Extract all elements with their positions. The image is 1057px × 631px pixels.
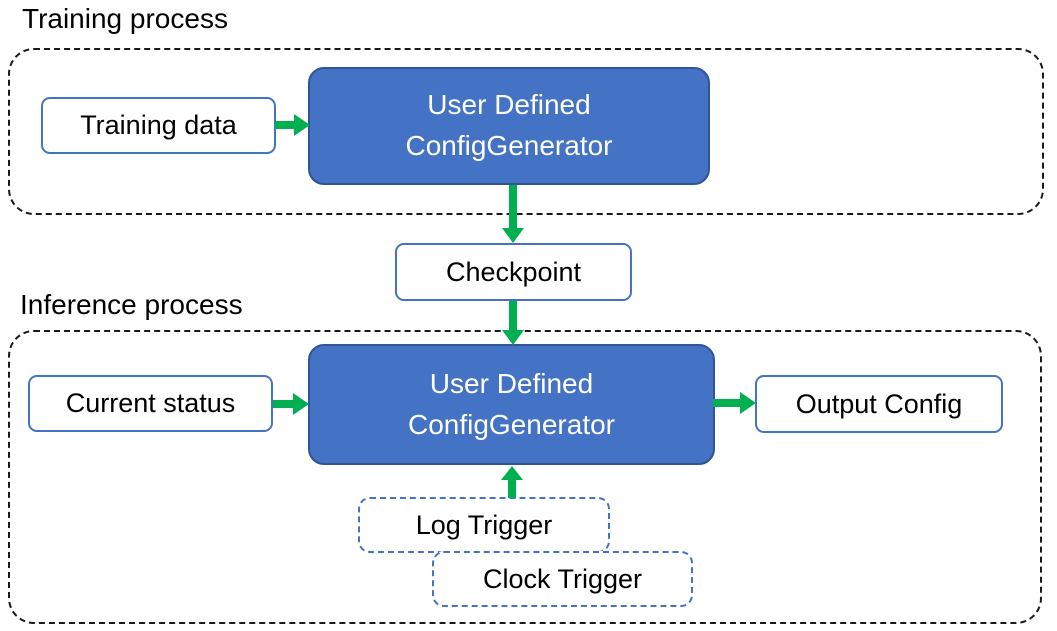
training-process-container — [8, 48, 1044, 215]
training-process-label: Training process — [22, 3, 228, 34]
arrow-triggers-to-generator-icon — [500, 466, 524, 498]
arrow-training-data-to-generator-icon — [275, 113, 310, 137]
checkpoint-box: Checkpoint — [395, 243, 632, 301]
inference-process-container — [8, 330, 1042, 624]
log-trigger-box: Log Trigger — [358, 497, 610, 553]
training-config-generator-line2: ConfigGenerator — [405, 130, 613, 161]
arrow-checkpoint-to-inference-generator-icon — [501, 301, 525, 345]
training-config-generator-line1: User Defined — [427, 89, 591, 121]
output-config-box: Output Config — [755, 375, 1003, 433]
inference-process-label: Inference process — [20, 289, 243, 320]
current-status-box: Current status — [28, 375, 273, 432]
arrow-generator-to-checkpoint-icon — [501, 185, 525, 243]
clock-trigger-box: Clock Trigger — [432, 551, 693, 607]
arrow-current-status-to-generator-icon — [273, 392, 309, 416]
inference-config-generator-line1: User Defined — [429, 367, 594, 399]
inference-config-generator-box: User Defined ConfigGenerator — [308, 344, 715, 465]
training-data-box: Training data — [41, 97, 276, 154]
inference-config-generator-line2: ConfigGenerator — [407, 408, 615, 440]
training-config-generator-box: User Defined ConfigGenerator — [308, 67, 710, 185]
arrow-generator-to-output-config-icon — [713, 391, 756, 415]
